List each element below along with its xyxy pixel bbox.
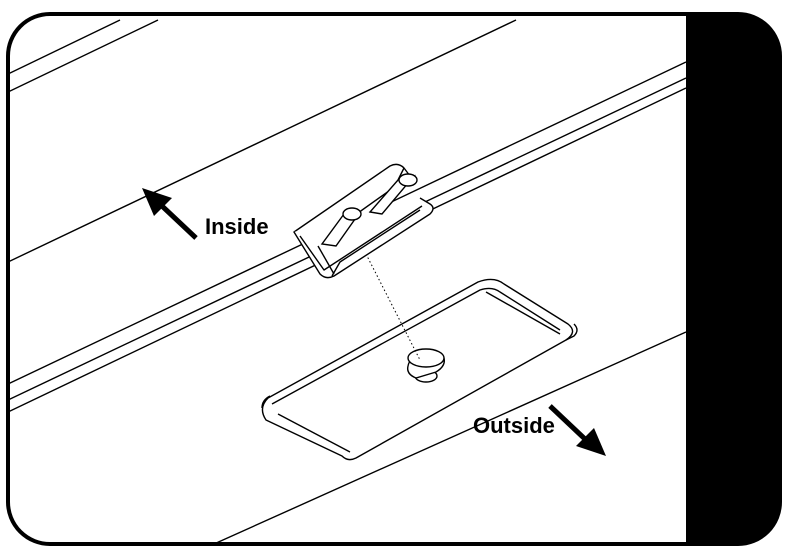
locating-stud bbox=[406, 348, 446, 383]
inside-label: Inside bbox=[205, 214, 269, 239]
body-panel-lines bbox=[8, 19, 687, 544]
inside-arrow bbox=[142, 188, 198, 240]
mounting-bracket bbox=[293, 163, 434, 279]
diagram-frame bbox=[6, 12, 782, 546]
outside-label: Outside bbox=[473, 413, 555, 438]
outside-arrow bbox=[548, 404, 606, 456]
side-bar bbox=[686, 14, 780, 544]
drawing-area bbox=[8, 14, 780, 544]
bracket-pins bbox=[320, 173, 418, 247]
